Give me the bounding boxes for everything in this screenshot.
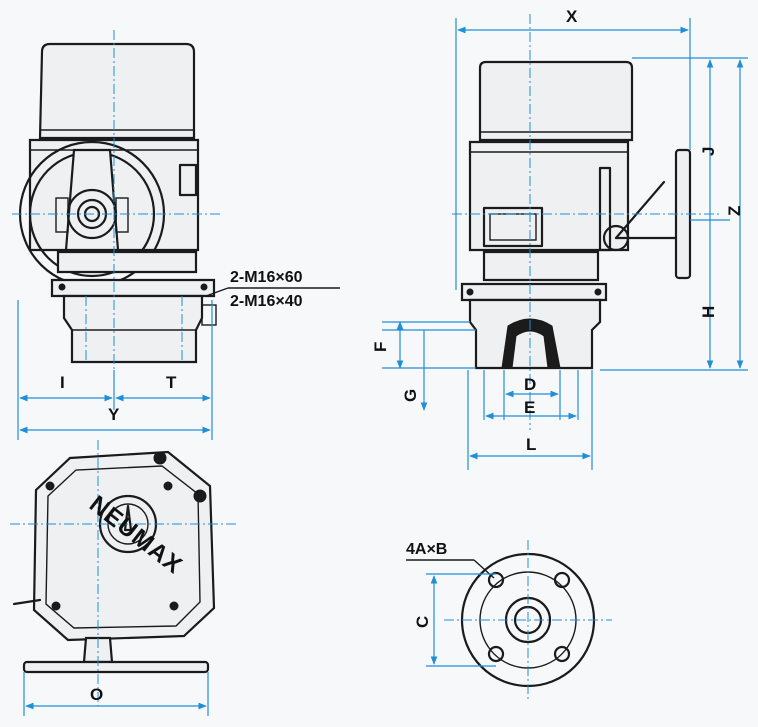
dim-label-c: C [413,616,432,628]
dim-label-x: X [566,7,578,26]
dim-label-y: Y [108,405,120,424]
front-base [62,294,204,364]
side-cover [478,60,634,142]
front-dimensions: I T Y [17,300,213,440]
top-handwheel-rim [22,660,210,674]
top-housing [32,450,216,642]
side-view [452,14,720,430]
top-view [10,440,236,706]
bolt-hole [553,645,571,663]
front-cover [38,42,196,140]
bolt-hole [553,571,571,589]
dim-label-t: T [166,373,177,392]
dim-label-z: Z [725,206,744,216]
dim-label-h: H [699,306,718,318]
front-flange-plate [50,278,216,298]
dim-label-j: J [699,147,718,156]
dim-label-e: E [524,398,535,417]
dim-label-g: G [401,389,420,402]
bolt-hole [487,645,505,663]
side-base [468,298,602,370]
flange-view [444,540,612,700]
coupling-section [501,318,561,369]
note-bolt-top: 2-M16×60 [230,269,303,286]
front-view [12,30,222,372]
note-bolt-bottom: 2-M16×40 [230,293,303,310]
dim-label-o: O [90,685,103,704]
dim-label-f: F [371,342,390,352]
dim-label-d: D [524,375,536,394]
bolt-hole [487,571,505,589]
dim-label-i: I [60,373,65,392]
note-flange-holes: 4A×B [406,541,447,558]
side-dimensions: X J Z H F G D E L [371,7,748,470]
dim-label-l: L [526,435,536,454]
side-flange-plate [460,282,608,302]
